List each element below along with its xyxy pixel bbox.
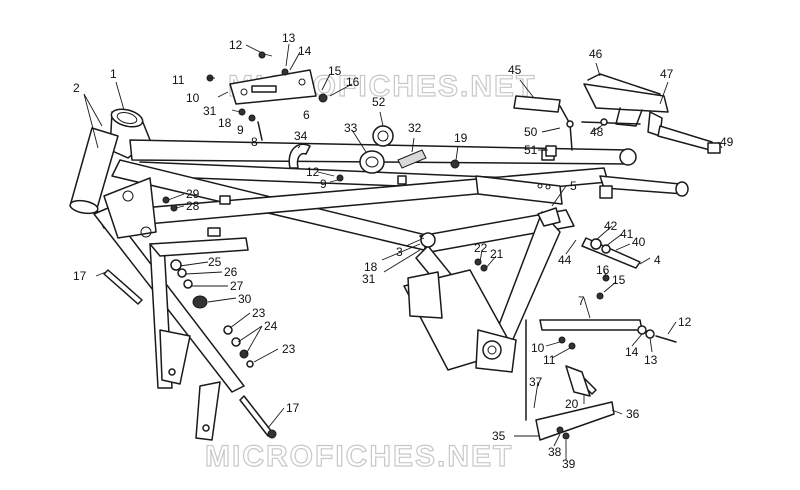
callout-12-right: 12	[678, 315, 692, 329]
top-right-bracket-group	[513, 73, 721, 157]
callout-28: 28	[186, 199, 200, 213]
callout-45: 45	[508, 63, 522, 77]
callout-30: 30	[238, 292, 252, 306]
loose-parts-left	[103, 196, 277, 439]
callout-23-upper: 23	[252, 306, 266, 320]
callout-37: 37	[529, 375, 543, 389]
callout-49: 49	[720, 135, 734, 149]
callout-41: 41	[620, 227, 634, 241]
callout-31-center: 31	[362, 272, 376, 286]
callout-22: 22	[474, 241, 488, 255]
callout-11-top: 11	[172, 73, 185, 87]
callout-9-center: 9	[320, 177, 327, 191]
callout-5: 5	[570, 179, 577, 193]
callout-33: 33	[344, 121, 358, 135]
callout-6: 6	[303, 108, 310, 122]
callout-40: 40	[632, 235, 646, 249]
callout-44: 44	[558, 253, 572, 267]
callout-19: 19	[454, 131, 468, 145]
callout-12-top: 12	[229, 38, 243, 52]
callout-25: 25	[208, 255, 222, 269]
leader-lines	[83, 43, 723, 460]
loose-parts-center	[288, 125, 460, 182]
upper-bracket-plate	[206, 51, 328, 141]
callout-13-top: 13	[282, 31, 296, 45]
callout-20: 20	[565, 397, 579, 411]
callout-21: 21	[490, 247, 504, 261]
watermark-bottom: MICROFICHES.NET	[204, 439, 513, 473]
callout-15-top: 15	[328, 64, 342, 78]
main-frame	[69, 108, 689, 441]
callout-23-lower: 23	[282, 342, 296, 356]
callout-26: 26	[224, 265, 238, 279]
callout-46: 46	[589, 47, 603, 61]
watermark-bottom-text: MICROFICHES.NET	[205, 440, 513, 473]
callout-15-right: 15	[612, 273, 626, 287]
callout-51: 51	[524, 143, 538, 157]
footrest-bracket-assembly	[525, 319, 643, 441]
callout-17-left: 17	[73, 269, 87, 283]
callout-34: 34	[294, 129, 308, 143]
callout-16-right: 16	[596, 263, 610, 277]
callout-13-right: 13	[644, 353, 658, 367]
callout-29: 29	[186, 187, 200, 201]
callout-10-right: 10	[531, 341, 545, 355]
callout-7: 7	[578, 294, 585, 308]
callout-12-center: 12	[306, 165, 320, 179]
callout-38: 38	[548, 445, 562, 459]
callout-10-top: 10	[186, 91, 200, 105]
callout-18-center: 18	[364, 260, 378, 274]
callout-16-top: 16	[346, 75, 360, 89]
callout-31-top: 31	[203, 104, 217, 118]
callout-18-top: 18	[218, 116, 232, 130]
callout-50: 50	[524, 125, 538, 139]
callout-17-bottom: 17	[286, 401, 300, 415]
callout-2: 2	[73, 81, 80, 95]
callout-42: 42	[604, 219, 618, 233]
callout-36: 36	[626, 407, 640, 421]
callout-14-top: 14	[298, 44, 312, 58]
loose-parts-right	[474, 237, 677, 440]
callout-48: 48	[590, 125, 604, 139]
callout-52: 52	[372, 95, 386, 109]
callout-39: 39	[562, 457, 576, 471]
callout-14-right: 14	[625, 345, 639, 359]
callout-labels: 1 2 3 4 5 6 7 8 9 9 10 10 11 11 12 12 12…	[73, 31, 734, 471]
callout-24: 24	[264, 319, 278, 333]
callout-4: 4	[654, 253, 661, 267]
callout-32: 32	[408, 121, 422, 135]
callout-47: 47	[660, 67, 674, 81]
rear-subframe-assembly	[403, 207, 575, 373]
callout-35: 35	[492, 429, 506, 443]
callout-3: 3	[396, 245, 403, 259]
callout-27: 27	[230, 279, 244, 293]
callout-9-top: 9	[237, 123, 244, 137]
callout-8: 8	[251, 135, 258, 149]
callout-1: 1	[110, 67, 117, 81]
callout-11-right: 11	[543, 353, 556, 367]
